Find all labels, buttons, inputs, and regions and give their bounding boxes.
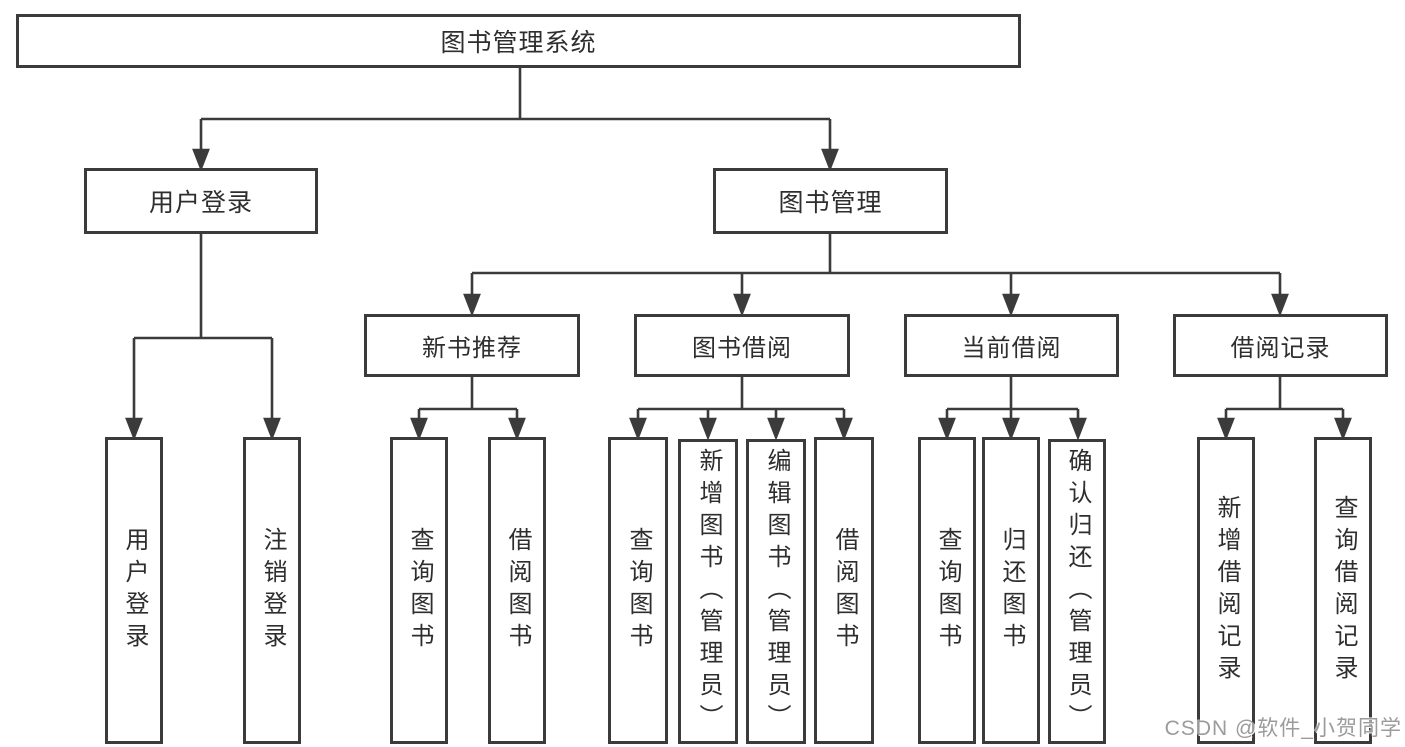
leaf-query-books-borrowing: 查询图书: [608, 437, 668, 744]
leaf-borrow-books-recommend: 借阅图书: [488, 437, 546, 744]
node-current-borrowing: 当前借阅: [904, 314, 1119, 377]
arrowhead: [821, 148, 839, 172]
node-current-borrowing-label: 当前借阅: [961, 335, 1062, 362]
leaf-query-books-recommend-label: 查询图书: [406, 526, 433, 655]
arrowhead: [1002, 293, 1020, 317]
node-book-management: 图书管理: [713, 168, 948, 234]
leaf-add-borrow-record: 新增借阅记录: [1197, 437, 1255, 744]
leaf-borrow-books-borrowing: 借阅图书: [814, 437, 874, 744]
arrowhead: [192, 148, 210, 172]
arrowhead: [1217, 417, 1235, 441]
leaf-logout-label: 注销登录: [259, 526, 286, 655]
arrowhead: [733, 293, 751, 317]
arrowhead: [263, 417, 281, 441]
leaf-borrow-books-borrowing-label: 借阅图书: [831, 526, 858, 655]
leaf-logout: 注销登录: [243, 437, 301, 744]
leaf-query-borrow-record: 查询借阅记录: [1314, 437, 1372, 744]
arrowhead: [938, 417, 956, 441]
leaf-user-login: 用户登录: [105, 437, 163, 744]
arrowhead: [508, 417, 526, 441]
leaf-confirm-return-admin-label: 确认归还（管理员）: [1064, 447, 1091, 736]
leaf-user-login-label: 用户登录: [121, 526, 148, 655]
leaf-borrow-books-recommend-label: 借阅图书: [504, 526, 531, 655]
node-new-book-recommend-label: 新书推荐: [422, 335, 522, 362]
leaf-edit-books-admin-label: 编辑图书（管理员）: [763, 447, 790, 736]
leaf-edit-books-admin: 编辑图书（管理员）: [746, 439, 806, 744]
leaf-confirm-return-admin: 确认归还（管理员）: [1048, 439, 1106, 744]
arrowhead: [410, 417, 428, 441]
leaf-query-books-borrowing-label: 查询图书: [625, 526, 652, 655]
arrowhead: [125, 417, 143, 441]
node-book-borrowing-label: 图书借阅: [692, 335, 792, 362]
node-new-book-recommend: 新书推荐: [364, 314, 580, 377]
arrowhead: [463, 293, 481, 317]
leaf-add-borrow-record-label: 新增借阅记录: [1213, 494, 1240, 687]
arrowhead: [629, 417, 647, 441]
leaf-query-books-recommend: 查询图书: [390, 437, 448, 744]
node-borrow-records-label: 借阅记录: [1230, 335, 1331, 362]
arrowhead: [1334, 417, 1352, 441]
arrowhead: [835, 417, 853, 441]
leaf-return-books-label: 归还图书: [998, 526, 1025, 655]
arrowhead: [699, 417, 717, 441]
leaf-add-books-admin: 新增图书（管理员）: [678, 439, 738, 744]
arrowhead: [767, 417, 785, 441]
leaf-return-books: 归还图书: [982, 437, 1040, 744]
node-book-management-label: 图书管理: [778, 189, 883, 217]
csdn-watermark: CSDN @软件_小贺同学: [1164, 717, 1402, 740]
node-user-login: 用户登录: [84, 168, 318, 234]
node-root: 图书管理系统: [16, 14, 1021, 68]
arrowhead: [1002, 417, 1020, 441]
node-book-borrowing: 图书借阅: [634, 314, 850, 377]
node-user-login-label: 用户登录: [148, 189, 253, 217]
arrowhead: [1069, 417, 1087, 441]
leaf-query-borrow-record-label: 查询借阅记录: [1330, 494, 1357, 687]
node-borrow-records: 借阅记录: [1173, 314, 1388, 377]
arrowhead: [1271, 293, 1289, 317]
leaf-query-books-current-label: 查询图书: [934, 526, 961, 655]
leaf-query-books-current: 查询图书: [918, 437, 976, 744]
node-root-label: 图书管理系统: [440, 29, 597, 57]
leaf-add-books-admin-label: 新增图书（管理员）: [695, 447, 722, 736]
